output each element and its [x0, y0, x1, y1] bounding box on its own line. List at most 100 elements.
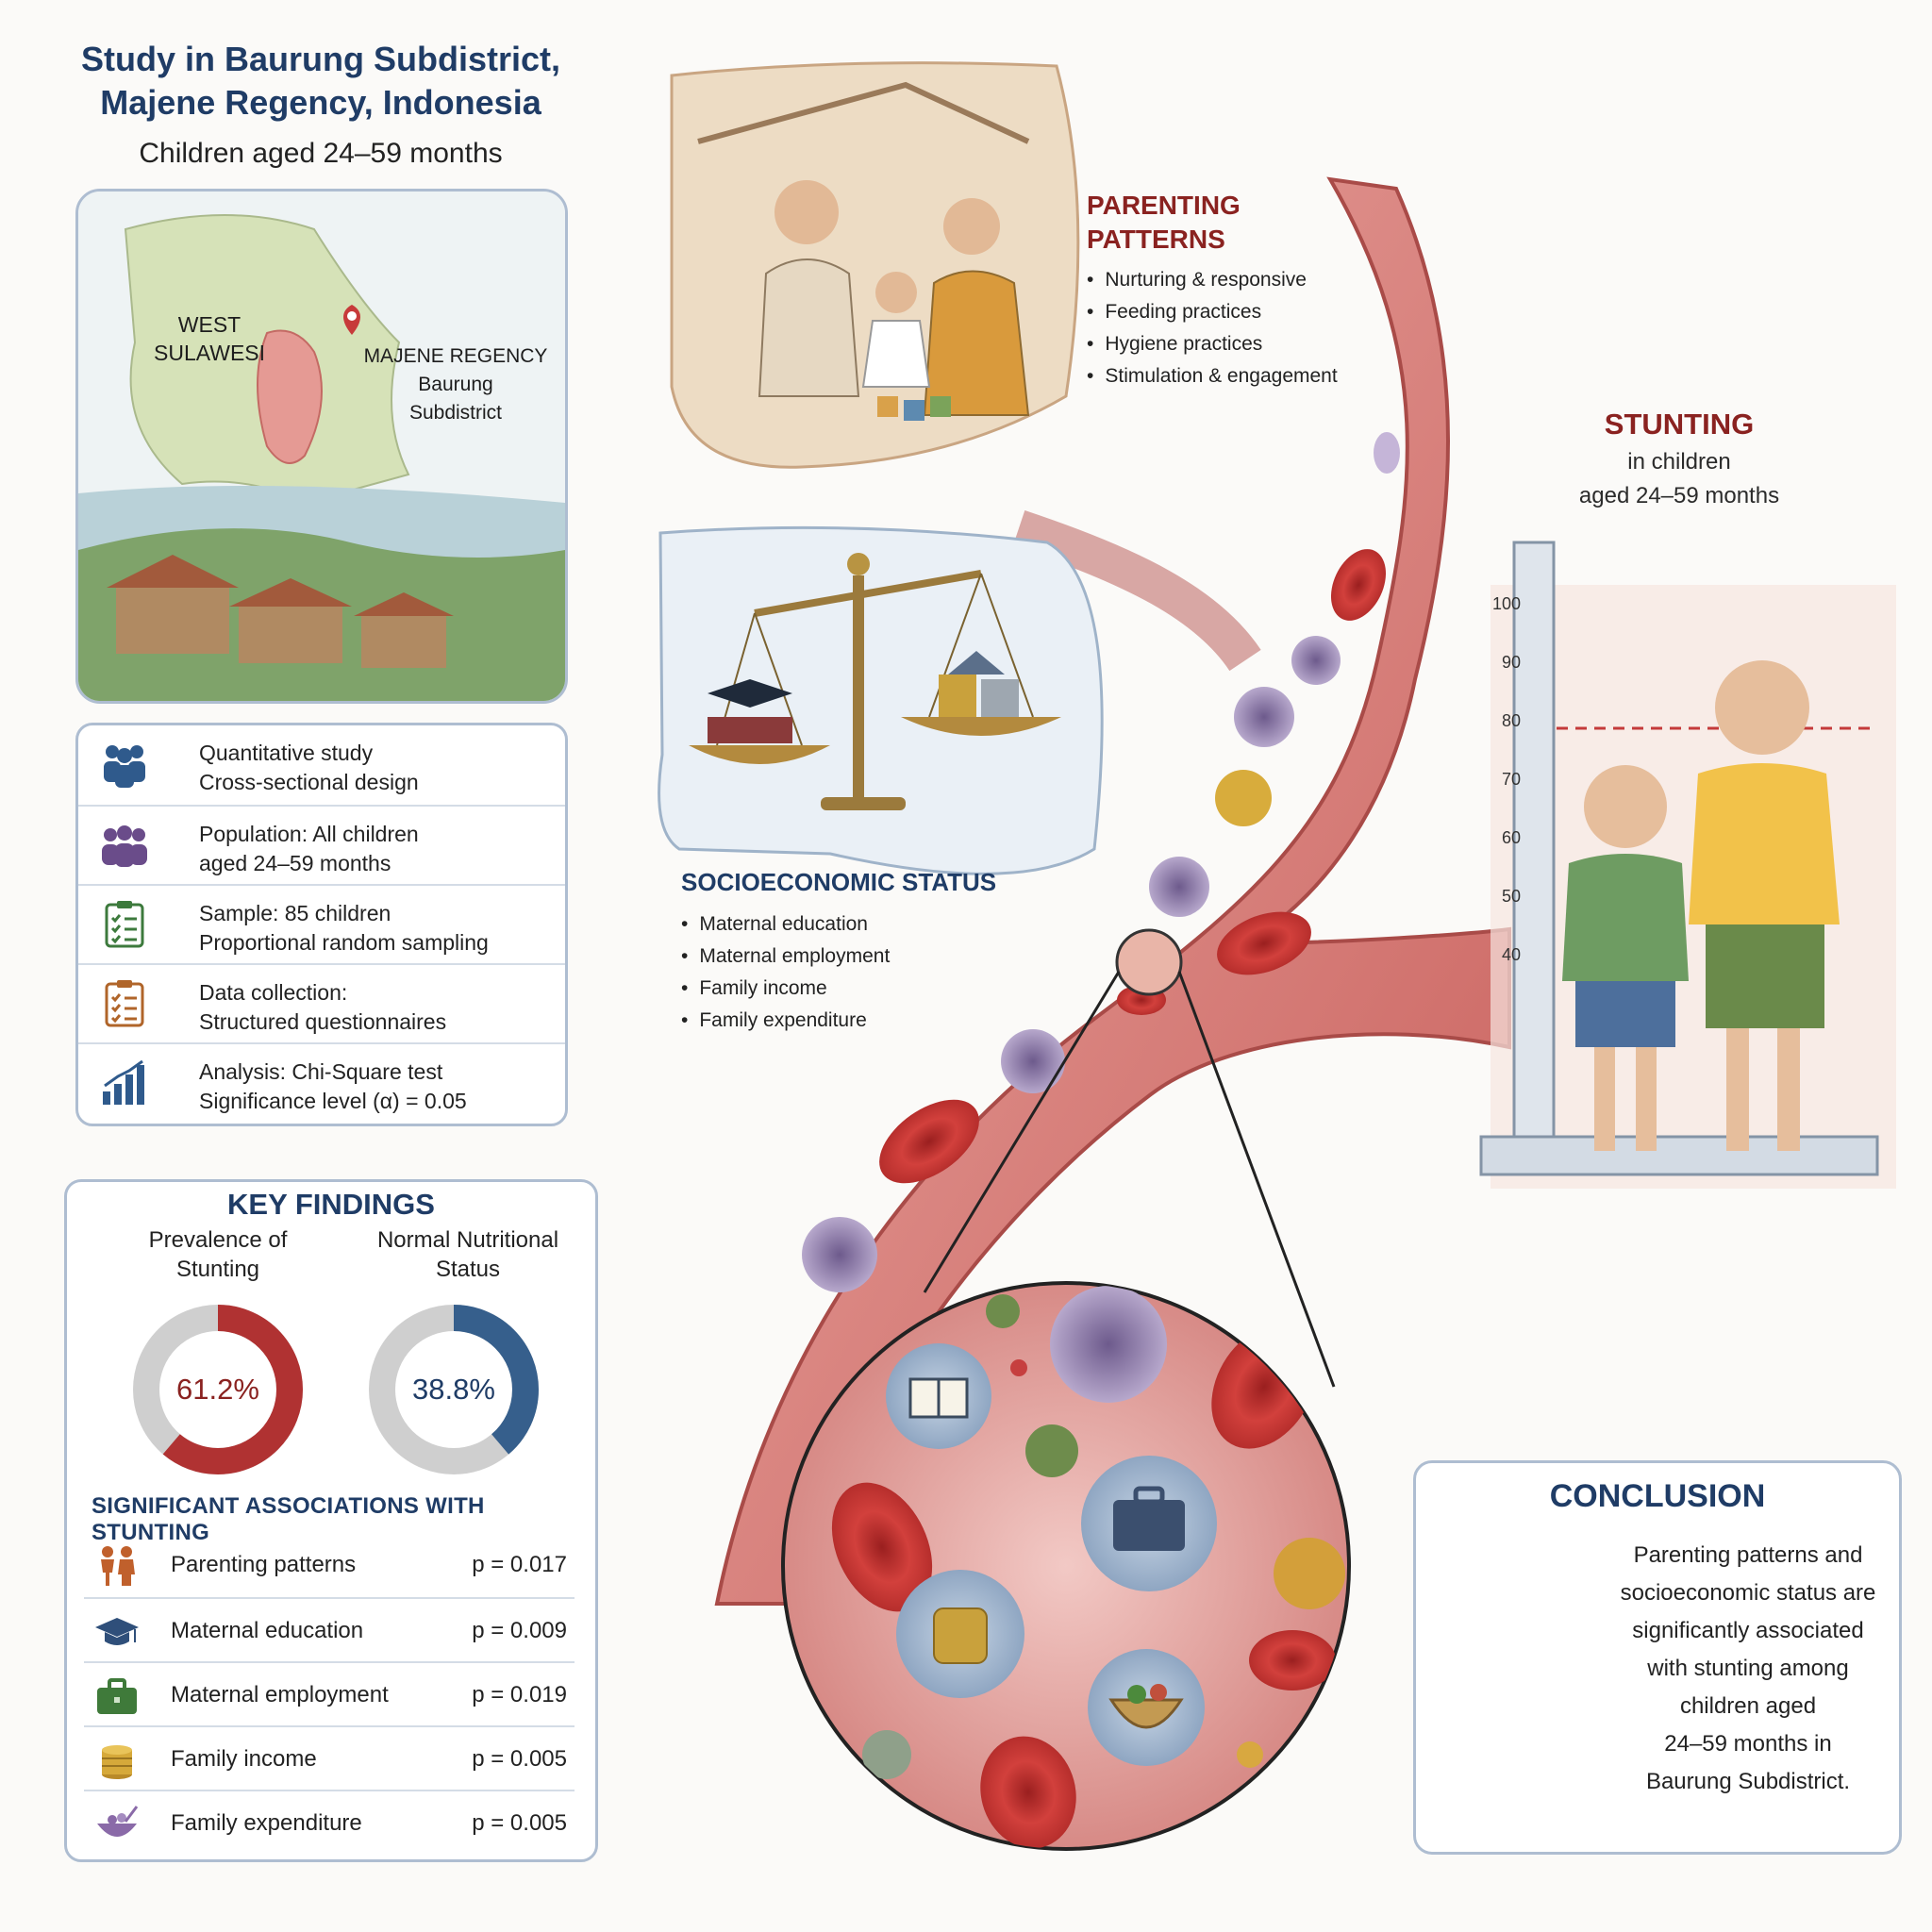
association-p-value: p = 0.019 — [472, 1682, 567, 1707]
method-line2: Significance level (α) = 0.05 — [199, 1089, 467, 1113]
map-subdistrict-line2: Subdistrict — [408, 402, 503, 424]
association-label: Family income — [171, 1746, 317, 1772]
map-province-label: WEST SULAWESI — [154, 310, 265, 367]
coins-icon — [93, 1739, 141, 1782]
associations-list: Parenting patterns p = 0.017 Maternal ed… — [67, 1533, 595, 1854]
zoom-briefcase-cell — [1081, 1456, 1217, 1591]
ruler-tick-label: 60 — [1501, 828, 1521, 847]
normal-donut-arc — [369, 1305, 539, 1474]
method-text: Data collection: Structured questionnair… — [199, 978, 446, 1037]
stunting-scene — [1479, 541, 1896, 1189]
ruler-tick-label: 40 — [1501, 945, 1521, 964]
ruler-tick-label: 70 — [1501, 770, 1521, 789]
method-line1: Quantitative study — [199, 741, 374, 765]
study-title: Study in Baurung Subdistrict, Majene Reg… — [38, 38, 604, 125]
clipboard-icon — [99, 978, 150, 1029]
method-row: Population: All children aged 24–59 mont… — [78, 805, 565, 884]
parenting-bullets: Nurturing & responsive Feeding practices… — [1087, 264, 1338, 392]
method-text: Sample: 85 children Proportional random … — [199, 899, 489, 958]
normal-label-line2: Status — [435, 1257, 501, 1282]
prevalence-label-line2: Stunting — [175, 1257, 260, 1282]
association-label: Maternal education — [171, 1618, 364, 1643]
parenting-bullet: Feeding practices — [1087, 296, 1338, 328]
parenting-bullet: Hygiene practices — [1087, 328, 1338, 360]
parenting-title-line2: PATTERNS — [1087, 225, 1225, 254]
method-text: Quantitative study Cross-sectional desig… — [199, 739, 419, 797]
parenting-scene — [670, 61, 1080, 469]
prevalence-label-line1: Prevalence of — [148, 1227, 288, 1253]
family-icon — [93, 1544, 141, 1588]
method-line2: Cross-sectional design — [199, 770, 419, 794]
stunting-line2: aged 24–59 months — [1578, 483, 1780, 508]
map-province-line2: SULAWESI — [154, 341, 266, 365]
conclusion-text: Parenting patterns and socioeconomic sta… — [1605, 1537, 1891, 1801]
zoomed-blood-circle — [781, 1281, 1351, 1851]
study-title-line1: Study in Baurung Subdistrict, — [80, 40, 560, 78]
parenting-section: PARENTING PATTERNS Nurturing & responsiv… — [1087, 189, 1338, 392]
parenting-title-line1: PARENTING — [1087, 191, 1241, 220]
association-p-value: p = 0.005 — [472, 1746, 567, 1772]
conclusion-line: socioeconomic status are — [1620, 1580, 1876, 1606]
association-row: Family income p = 0.005 — [84, 1725, 575, 1791]
stunting-line1: in children — [1627, 449, 1731, 475]
socioeconomic-bullet: Family income — [681, 973, 996, 1005]
ruler-tick-label: 100 — [1491, 594, 1521, 613]
briefcase-icon — [93, 1674, 141, 1718]
methods-box: Quantitative study Cross-sectional desig… — [75, 723, 568, 1126]
method-line1: Sample: 85 children — [199, 901, 391, 925]
prevalence-donut-arc — [133, 1305, 303, 1474]
association-row: Maternal employment p = 0.019 — [84, 1661, 575, 1727]
prevalence-percentage: 61.2% — [176, 1373, 259, 1406]
socioeconomic-scene — [658, 525, 1104, 875]
normal-percentage: 38.8% — [412, 1373, 495, 1406]
conclusion-panel: CONCLUSION Parenting patterns and socioe… — [1413, 1460, 1902, 1855]
ruler-tick-label: 50 — [1501, 887, 1521, 906]
food-bowl-icon — [93, 1803, 141, 1846]
method-line2: Proportional random sampling — [199, 930, 489, 955]
people-group-icon — [99, 739, 150, 790]
parenting-bullet: Nurturing & responsive — [1087, 264, 1338, 296]
parenting-title: PARENTING PATTERNS — [1087, 189, 1338, 257]
findings-donuts — [133, 1305, 539, 1474]
normal-status-label: Normal Nutritional Status — [350, 1225, 586, 1284]
association-row: Family expenditure p = 0.005 — [84, 1790, 575, 1856]
socioeconomic-bullet: Maternal employment — [681, 941, 996, 973]
socioeconomic-title: SOCIOECONOMIC STATUS — [681, 868, 997, 896]
socioeconomic-bullet: Family expenditure — [681, 1005, 996, 1037]
socioeconomic-bullets: Maternal education Maternal employment F… — [681, 908, 996, 1037]
checklist-icon — [99, 899, 150, 950]
bar-chart-icon — [99, 1058, 150, 1108]
associations-title: SIGNIFICANT ASSOCIATIONS WITH STUNTING — [92, 1493, 485, 1545]
map-province-line1: WEST — [177, 312, 242, 337]
method-line1: Analysis: Chi-Square test — [199, 1059, 443, 1084]
vessel-cells — [802, 432, 1400, 1292]
map-illustration — [78, 192, 565, 701]
method-text: Population: All children aged 24–59 mont… — [199, 820, 419, 878]
prevalence-label: Prevalence of Stunting — [105, 1225, 331, 1284]
map-panel: WEST SULAWESI MAJENE REGENCY Baurung Sub… — [75, 189, 568, 704]
map-regency-name: MAJENE REGENCY — [363, 345, 548, 367]
zoom-food-bowl-cell — [1088, 1649, 1205, 1766]
method-row: Data collection: Structured questionnair… — [78, 963, 565, 1042]
graduation-cap-icon — [93, 1610, 141, 1654]
socioeconomic-section: SOCIOECONOMIC STATUS Maternal education … — [681, 868, 996, 1037]
parenting-bullet: Stimulation & engagement — [1087, 360, 1337, 392]
method-row: Sample: 85 children Proportional random … — [78, 884, 565, 963]
conclusion-line: with stunting among — [1647, 1656, 1849, 1681]
ruler-tick-label: 80 — [1501, 711, 1521, 730]
map-subdistrict-line1: Baurung — [418, 374, 493, 395]
conclusion-line: children aged — [1679, 1693, 1817, 1719]
normal-label-line1: Normal Nutritional — [376, 1227, 559, 1253]
conclusion-line: Baurung Subdistrict. — [1645, 1769, 1851, 1794]
association-label: Family expenditure — [171, 1810, 362, 1836]
association-label: Parenting patterns — [171, 1552, 357, 1577]
zoom-book-cell — [886, 1343, 991, 1449]
conclusion-line: 24–59 months in — [1664, 1731, 1832, 1757]
conclusion-line: significantly associated — [1632, 1618, 1864, 1643]
study-subtitle: Children aged 24–59 months — [139, 138, 503, 169]
population-icon — [99, 820, 150, 871]
association-label: Maternal employment — [171, 1682, 389, 1707]
key-findings-title: KEY FINDINGS — [227, 1188, 435, 1221]
map-regency-label: MAJENE REGENCY Baurung Subdistrict — [361, 342, 550, 427]
study-title-line2: Majene Regency, Indonesia — [100, 83, 541, 122]
